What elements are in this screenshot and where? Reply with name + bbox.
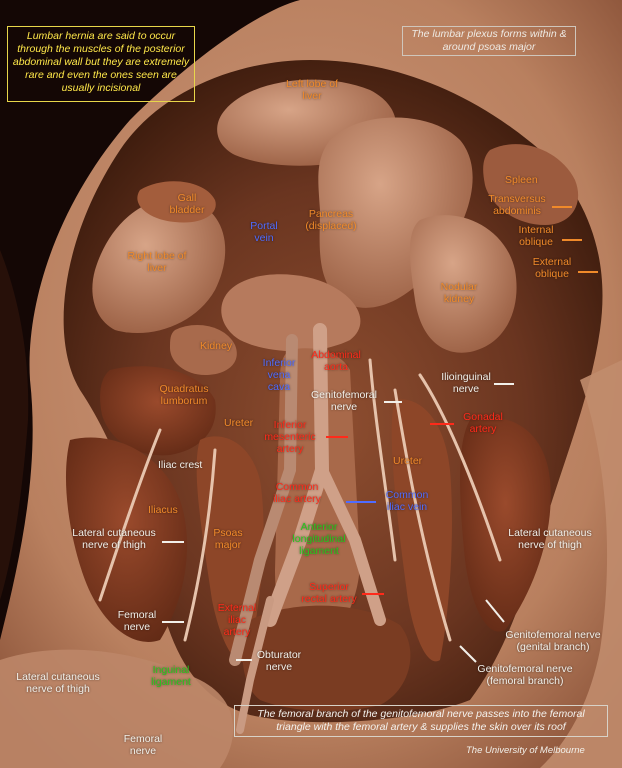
label-femoral-nerve-upper: Femoral nerve: [117, 609, 157, 633]
right-kidney-shape: [170, 325, 237, 375]
label-pancreas: Pancreas (displaced): [305, 208, 357, 232]
label-quadratus-lumborum: Quadratus lumborum: [159, 383, 209, 407]
genitofemoral-nerve-line: [393, 388, 452, 642]
ilioinguinal-nerve-line: [418, 373, 502, 562]
right-lobe-of-liver-shape: [92, 198, 226, 334]
spleen-shape: [483, 144, 579, 225]
label-ureter-right: Ureter: [393, 455, 423, 467]
gall-bladder-shape: [137, 181, 216, 223]
blood-vessels: [229, 323, 386, 734]
lumbar-hernia-note: Lumbar hernia are said to occur through …: [7, 26, 195, 102]
iliacus-shape: [65, 437, 188, 642]
label-lateral-cutaneous-nerve-of-thigh-right: Lateral cutaneous nerve of thigh: [508, 527, 592, 551]
femoral-branch-note: The femoral branch of the genitofemoral …: [234, 705, 608, 737]
label-genitofemoral-nerve-genital-branch: Genitofemoral nerve (genital branch): [505, 629, 601, 653]
label-iliac-crest: Iliac crest: [158, 459, 203, 471]
label-genitofemoral-nerve-femoral-branch: Genitofemoral nerve (femoral branch): [477, 663, 573, 687]
label-nodular-kidney: Nodular kidney: [440, 281, 478, 305]
external-iliac-vessel: [236, 596, 274, 734]
nodular-kidney-shape: [410, 215, 517, 353]
label-right-lobe-of-liver: Right lobe of liver: [127, 250, 187, 274]
label-external-iliac-artery: External iliac artery: [217, 602, 257, 638]
vena-cava-vessel: [229, 334, 298, 666]
label-genitofemoral-nerve: Genitofemoral nerve: [311, 389, 377, 413]
label-superior-rectal-artery: Superior rectal artery: [301, 581, 357, 605]
right-skin-flap: [540, 360, 622, 768]
label-psoas-major: Psoas major: [213, 527, 243, 551]
label-femoral-nerve-lower: Femoral nerve: [123, 733, 163, 757]
label-common-iliac-vein: Common iliac vein: [385, 489, 429, 513]
label-lateral-cutaneous-nerve-of-thigh-left: Lateral cutaneous nerve of thigh: [72, 527, 156, 551]
aorta-vessel: [263, 323, 330, 627]
label-kidney: Kidney: [200, 340, 233, 352]
label-obturator-nerve: Obturator nerve: [256, 649, 302, 673]
pelvic-floor-shape: [242, 605, 411, 712]
label-anterior-longitudinal-ligament: Anterior longitudinal ligament: [292, 521, 346, 557]
left-flank-shadow: [0, 250, 29, 600]
nerves: [98, 358, 502, 642]
right-iliacus-shape: [460, 417, 551, 632]
label-ureter-left: Ureter: [224, 417, 254, 429]
femoral-nerve-line: [183, 448, 217, 642]
label-left-lobe-of-liver: Left lobe of liver: [286, 78, 338, 102]
ureter-line: [368, 358, 397, 562]
label-common-iliac-artery: Common iliac artery: [273, 481, 321, 505]
label-abdominal-aorta: Abdominal aorta: [311, 349, 361, 373]
label-lateral-cutaneous-nerve-of-thigh-lower: Lateral cutaneous nerve of thigh: [16, 671, 100, 695]
lower-skin-flap: [0, 649, 234, 768]
label-transversus-abdominis: Transversus abdominis: [488, 193, 546, 217]
label-inferior-vena-cava: Inferior vena cava: [262, 357, 296, 393]
label-internal-oblique: Internal oblique: [518, 224, 554, 248]
label-spleen: Spleen: [505, 174, 538, 186]
quadratus-lumborum-shape: [100, 366, 216, 456]
label-iliacus: Iliacus: [148, 504, 178, 516]
lumbar-plexus-note: The lumbar plexus forms within & around …: [402, 26, 576, 56]
label-inguinal-ligament: Inguinal ligament: [151, 664, 191, 688]
label-inferior-mesenteric-artery: Inferior mesenteric artery: [264, 419, 316, 455]
label-gonadal-artery: Gonadal artery: [463, 411, 503, 435]
lateral-cutaneous-nerve-line: [98, 428, 162, 602]
label-gall-bladder: Gall bladder: [169, 192, 205, 216]
credit-text: The University of Melbourne: [466, 745, 585, 756]
label-portal-vein: Portal vein: [250, 220, 278, 244]
label-external-oblique: External oblique: [532, 256, 572, 280]
label-ilioinguinal-nerve: Ilioinguinal nerve: [441, 371, 491, 395]
